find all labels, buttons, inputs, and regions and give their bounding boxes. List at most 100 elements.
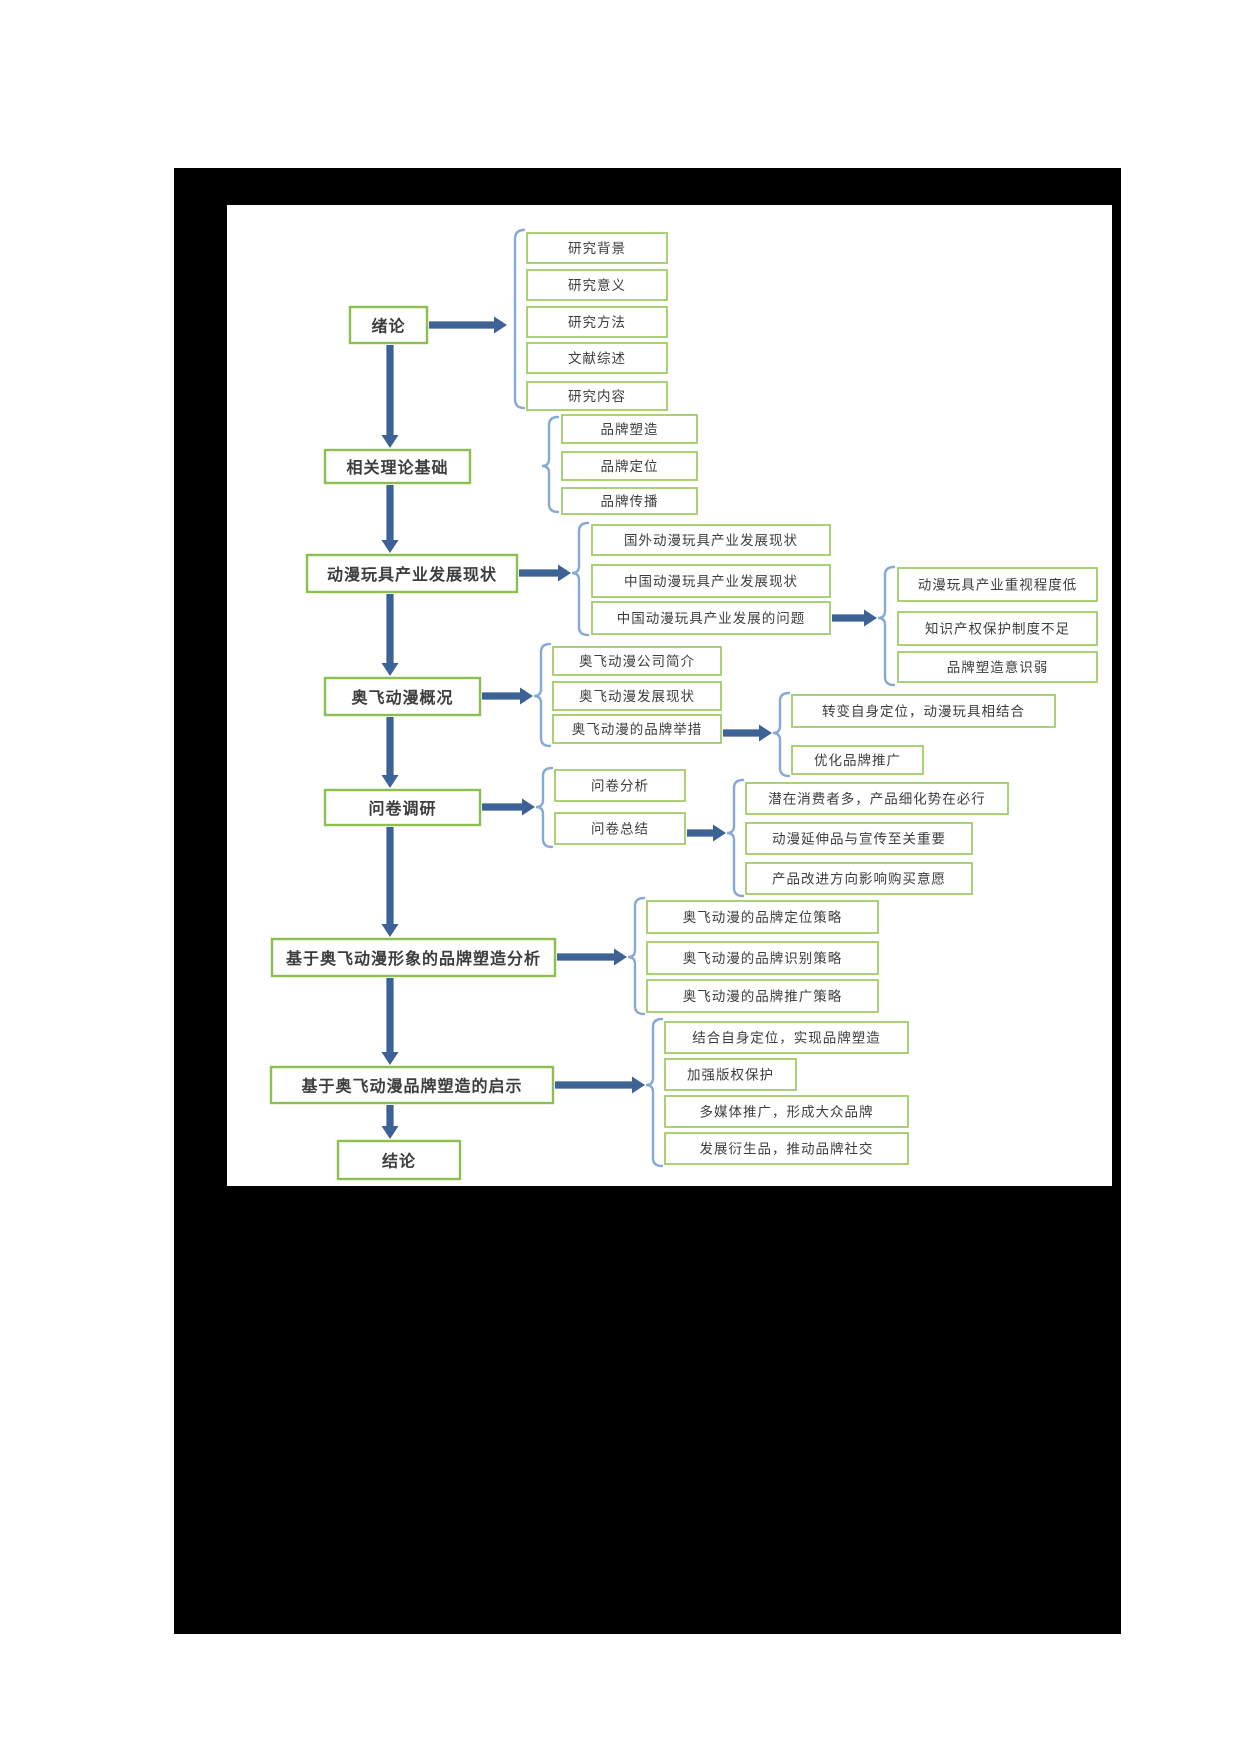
survey-summary-2-label: 产品改进方向影响购买意愿 [772, 871, 946, 888]
analysis-strategies-0-label: 奥飞动漫的品牌定位策略 [683, 909, 843, 926]
intro-leaves-3-box [526, 342, 668, 374]
node-theory-label: 相关理论基础 [346, 458, 448, 477]
brand-measures-0-label: 转变自身定位，动漫玩具相结合 [822, 704, 1025, 720]
theory-leaves-0-box [561, 414, 698, 444]
group-bracket-6 [535, 766, 554, 849]
group-bracket-3 [877, 565, 896, 687]
down-arrow-1 [381, 485, 399, 553]
survey-summary-0-label: 潜在消费者多，产品细化势在必行 [768, 791, 986, 808]
industry-leaves-2-box [591, 601, 831, 635]
node-survey-label: 问卷调研 [368, 799, 436, 818]
intro-leaves-0-label: 研究背景 [568, 241, 626, 257]
analysis-strategies-2-box [646, 979, 879, 1013]
group-bracket-4 [533, 642, 552, 748]
node-shaping-analysis-label: 基于奥飞动漫形象的品牌塑造分析 [285, 949, 541, 968]
document-dark-panel: 绪论相关理论基础动漫玩具产业发展现状奥飞动漫概况问卷调研基于奥飞动漫形象的品牌塑… [174, 168, 1121, 1634]
inspiration-leaves-3-box [664, 1132, 909, 1165]
intro-leaves-4-box [526, 381, 668, 411]
brand-measures-1-label: 优化品牌推广 [814, 752, 901, 769]
brand-measures-0-box [791, 694, 1056, 728]
group-bracket-7 [726, 778, 745, 898]
inspiration-leaves-0-label: 结合自身定位，实现品牌塑造 [692, 1030, 881, 1047]
industry-leaves-2-label: 中国动漫玩具产业发展的问题 [617, 611, 806, 627]
survey-summary-2-box [745, 862, 973, 895]
right-arrow-5 [482, 798, 535, 816]
down-arrow-6 [381, 1105, 399, 1139]
group-bracket-0 [513, 228, 526, 410]
right-arrow-3 [482, 687, 533, 705]
down-arrow-5 [381, 978, 399, 1065]
node-survey-box [323, 788, 482, 827]
intro-leaves-2-box [526, 306, 668, 338]
node-conclusion-label: 结论 [381, 1152, 416, 1171]
node-industry-label: 动漫玩具产业发展现状 [327, 565, 497, 584]
thesis-structure-figure: 绪论相关理论基础动漫玩具产业发展现状奥飞动漫概况问卷调研基于奥飞动漫形象的品牌塑… [227, 205, 1112, 1186]
survey-summary-1-box [745, 822, 973, 855]
industry-problems-1-label: 知识产权保护制度不足 [925, 621, 1070, 638]
inspiration-leaves-1-label: 加强版权保护 [687, 1067, 774, 1084]
node-inspiration-box [269, 1065, 555, 1105]
inspiration-leaves-3-label: 发展衍生品，推动品牌社交 [700, 1141, 874, 1158]
theory-leaves-2-label: 品牌传播 [601, 493, 659, 510]
industry-problems-1-box [897, 611, 1098, 646]
right-arrow-6 [687, 824, 726, 842]
industry-problems-0-label: 动漫玩具产业重视程度低 [918, 578, 1078, 594]
intro-leaves-1-label: 研究意义 [568, 277, 626, 294]
right-arrow-1 [519, 564, 571, 582]
industry-problems-0-box [897, 567, 1098, 602]
brand-measures-1-box [791, 745, 924, 775]
group-bracket-1 [541, 415, 560, 514]
right-arrow-8 [555, 1076, 645, 1094]
intro-leaves-1-box [526, 269, 668, 301]
node-intro-label: 绪论 [371, 317, 405, 336]
node-aofei-overview-box [323, 676, 482, 717]
intro-leaves-2-label: 研究方法 [568, 315, 626, 331]
node-shaping-analysis-box [270, 937, 557, 978]
aofei-leaves-0-box [552, 646, 722, 676]
down-arrow-3 [381, 717, 399, 788]
node-theory-box [323, 448, 472, 485]
node-industry-box [305, 553, 519, 594]
node-conclusion-box [336, 1139, 462, 1181]
node-inspiration-label: 基于奥飞动漫品牌塑造的启示 [300, 1077, 522, 1096]
intro-leaves-3-label: 文献综述 [568, 351, 626, 367]
down-arrow-2 [381, 594, 399, 676]
theory-leaves-1-box [561, 451, 698, 481]
survey-summary-1-label: 动漫延伸品与宣传至关重要 [772, 832, 946, 848]
group-bracket-2 [571, 521, 590, 637]
industry-leaves-1-box [591, 564, 831, 598]
analysis-strategies-2-label: 奥飞动漫的品牌推广策略 [683, 988, 843, 1005]
intro-leaves-4-label: 研究内容 [568, 388, 626, 405]
node-intro-box [348, 305, 429, 345]
down-arrow-0 [381, 345, 399, 448]
industry-problems-2-label: 品牌塑造意识弱 [947, 659, 1049, 676]
flowchart-svg: 绪论相关理论基础动漫玩具产业发展现状奥飞动漫概况问卷调研基于奥飞动漫形象的品牌塑… [269, 228, 1098, 1181]
survey-summary-0-box [745, 782, 1009, 815]
industry-leaves-0-label: 国外动漫玩具产业发展现状 [624, 533, 798, 549]
industry-leaves-0-box [591, 524, 831, 556]
aofei-leaves-1-box [552, 681, 722, 711]
analysis-strategies-0-box [646, 900, 879, 934]
group-bracket-8 [627, 896, 646, 1016]
inspiration-leaves-2-box [664, 1095, 909, 1128]
analysis-strategies-1-box [646, 941, 879, 975]
right-arrow-7 [557, 948, 627, 966]
analysis-strategies-1-label: 奥飞动漫的品牌识别策略 [683, 950, 843, 967]
down-arrow-4 [381, 827, 399, 937]
theory-leaves-0-label: 品牌塑造 [601, 421, 659, 438]
theory-leaves-1-label: 品牌定位 [601, 458, 659, 475]
industry-leaves-1-label: 中国动漫玩具产业发展现状 [624, 574, 798, 590]
inspiration-leaves-0-box [664, 1021, 909, 1054]
survey-leaves-0-label: 问卷分析 [591, 779, 649, 795]
aofei-leaves-2-box [552, 714, 722, 744]
inspiration-leaves-1-box [664, 1058, 797, 1091]
industry-problems-2-box [897, 651, 1098, 683]
right-arrow-2 [832, 609, 877, 627]
node-aofei-overview-label: 奥飞动漫概况 [351, 688, 453, 707]
inspiration-leaves-2-label: 多媒体推广，形成大众品牌 [700, 1104, 874, 1121]
group-bracket-5 [772, 691, 791, 778]
right-arrow-4 [723, 724, 772, 742]
aofei-leaves-2-label: 奥飞动漫的品牌举措 [572, 721, 703, 738]
aofei-leaves-0-label: 奥飞动漫公司简介 [579, 653, 695, 670]
